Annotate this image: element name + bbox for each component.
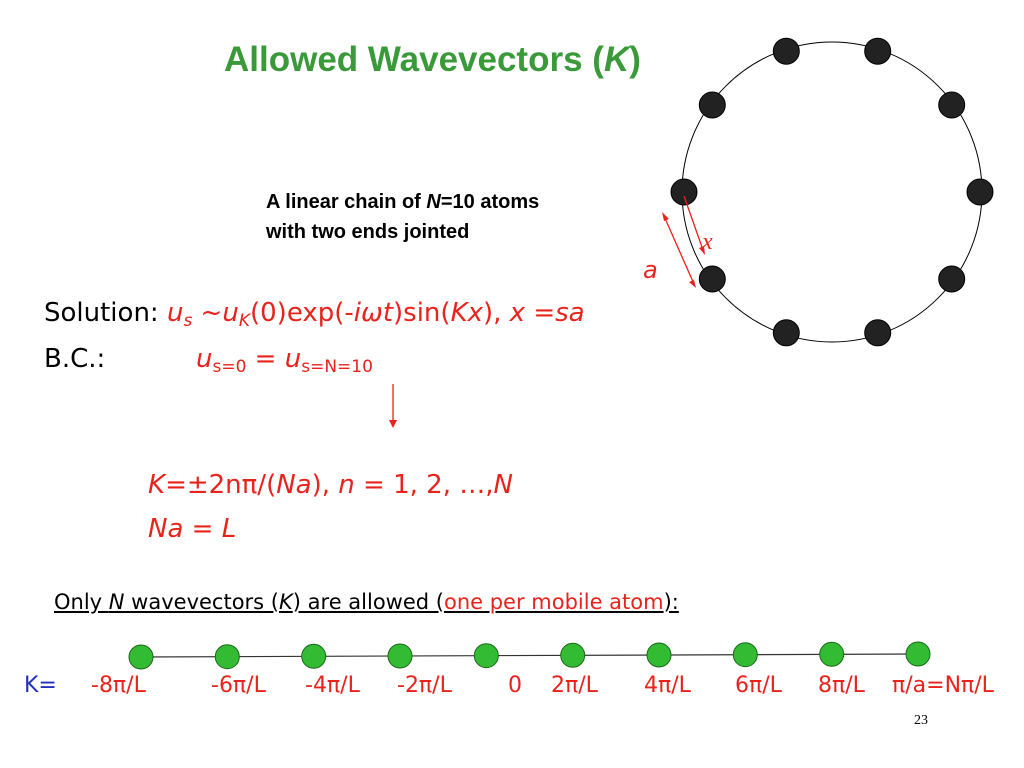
- k-axis-labels: K= -8π/L -6π/L -4π/L -2π/L 0 2π/L 4π/L 6…: [0, 675, 1024, 705]
- ring-atom: [772, 319, 800, 347]
- k-axis-atom: [214, 644, 240, 670]
- k-axis-atom: [473, 643, 499, 669]
- k-axis-atom: [560, 642, 586, 668]
- x-arrow: [683, 195, 704, 251]
- ring-atoms: [670, 37, 994, 347]
- solution-equation: Solution: us ~uK(0)exp(-iωt)sin(Kx), x =…: [44, 298, 585, 331]
- k-label: -4π/L: [305, 673, 360, 698]
- k-label: -6π/L: [211, 673, 266, 698]
- k-label: π/a=Nπ/L: [892, 673, 994, 698]
- ring-atom: [698, 265, 726, 293]
- na-equals-l: Na = L: [148, 514, 237, 544]
- k-label: 8π/L: [818, 673, 865, 698]
- k-label: -2π/L: [397, 673, 452, 698]
- k-label: 2π/L: [551, 673, 598, 698]
- boundary-condition: B.C.:us=0 = us=N=10: [44, 344, 373, 377]
- k-label: 0: [508, 673, 522, 698]
- k-axis-atom: [819, 641, 845, 667]
- k-axis-atoms: [128, 641, 931, 670]
- ring-atom: [966, 178, 994, 206]
- k-axis-atom: [732, 642, 758, 668]
- k-axis-line: [140, 653, 919, 658]
- label-x: x: [702, 229, 713, 255]
- a-arrowhead-top: [662, 212, 669, 221]
- x-arrowhead: [699, 246, 705, 255]
- allowed-wavevectors-statement: Only N wavevectors (K) are allowed (one …: [54, 590, 679, 614]
- k-axis-atom: [646, 642, 672, 668]
- k-axis-prefix: K=: [24, 673, 57, 698]
- k-label: 6π/L: [735, 673, 782, 698]
- k-axis-atom: [387, 643, 413, 669]
- k-axis-atom: [128, 644, 154, 670]
- k-axis-atom: [301, 643, 327, 669]
- slide-title: Allowed Wavevectors (K): [224, 40, 641, 79]
- ring-atom: [772, 37, 800, 65]
- k-axis-atom: [905, 641, 931, 667]
- ring-atom: [864, 319, 892, 347]
- k-label: 4π/L: [644, 673, 691, 698]
- a-arrowhead-bottom: [689, 280, 696, 288]
- ring-atom: [938, 91, 966, 119]
- ring-circle: [681, 41, 983, 343]
- down-arrowhead: [389, 420, 397, 428]
- ring-atom: [698, 91, 726, 119]
- chain-caption: A linear chain of N=10 atoms with two en…: [266, 191, 540, 243]
- ring-atom: [670, 178, 698, 206]
- ring-atom: [938, 265, 966, 293]
- k-label: -8π/L: [91, 673, 146, 698]
- k-formula: K=±2nπ/(Na), n = 1, 2, …,N: [148, 470, 513, 500]
- a-arrow: [663, 215, 695, 285]
- page-number: 23: [914, 713, 928, 728]
- ring-atom: [864, 37, 892, 65]
- label-a: a: [643, 256, 658, 284]
